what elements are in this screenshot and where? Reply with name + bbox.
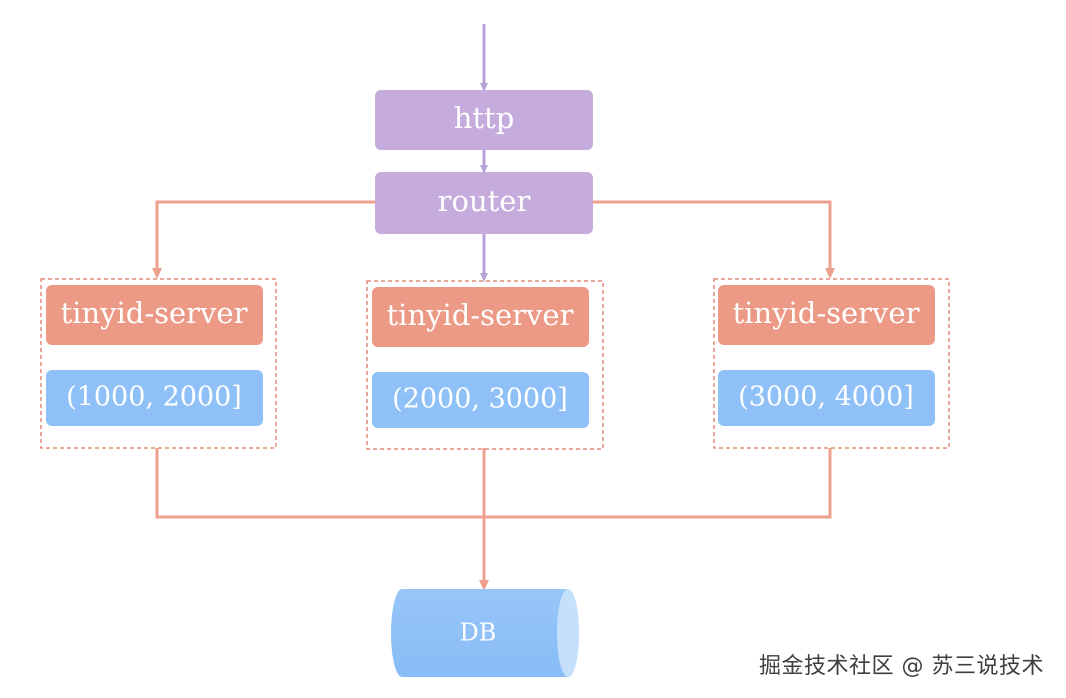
server-group-border <box>366 280 604 450</box>
server-label: tinyid-server <box>61 296 248 330</box>
http-node: http <box>375 90 593 150</box>
watermark: 掘金技术社区 @ 苏三说技术 <box>759 654 1044 679</box>
id-range-label: (3000, 4000] <box>738 382 914 413</box>
db-node: DB <box>391 589 579 677</box>
db-label: DB <box>460 619 497 647</box>
server-node <box>46 285 263 345</box>
id-range-node <box>372 372 589 428</box>
id-range-node <box>718 370 935 426</box>
server-group-2: tinyid-server (2000, 3000] <box>366 280 604 450</box>
db-cylinder-cap <box>557 589 579 677</box>
server-label: tinyid-server <box>387 298 574 332</box>
server-group-border <box>40 278 277 449</box>
router-to-left-server-arrow <box>152 200 376 279</box>
server-node <box>718 285 935 345</box>
router-label: router <box>438 184 531 218</box>
router-node: router <box>375 172 593 234</box>
servers-to-db-connector <box>155 448 832 519</box>
id-range-node <box>46 370 263 426</box>
server-label: tinyid-server <box>733 296 920 330</box>
server-group-1: tinyid-server (1000, 2000] <box>40 278 277 449</box>
server-group-3: tinyid-server (3000, 4000] <box>713 278 950 449</box>
http-label: http <box>454 101 515 135</box>
server-node <box>372 287 589 347</box>
router-to-right-server-arrow <box>592 200 835 279</box>
db-cylinder-body <box>391 589 579 677</box>
id-range-label: (2000, 3000] <box>392 384 568 415</box>
id-range-label: (1000, 2000] <box>66 382 242 413</box>
server-group-border <box>713 278 950 449</box>
